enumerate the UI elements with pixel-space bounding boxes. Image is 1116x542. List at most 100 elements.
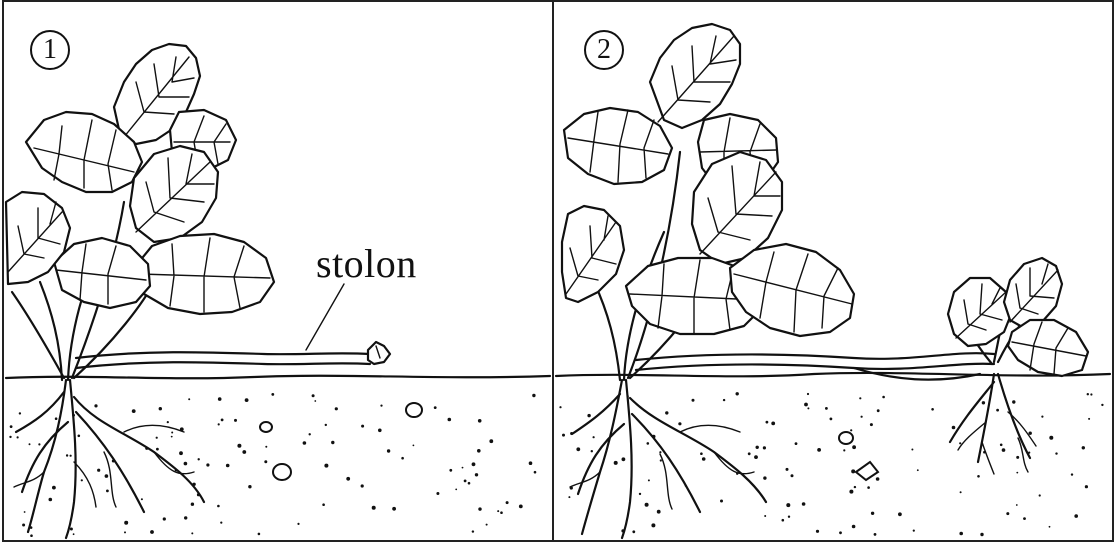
pebble	[260, 422, 272, 432]
soil-speck	[852, 525, 856, 529]
soil-speck	[22, 524, 25, 527]
soil-speck	[217, 505, 220, 508]
soil-speck	[1087, 393, 1089, 395]
panel-number-badge: 1	[30, 30, 70, 70]
soil-speck	[478, 419, 482, 423]
soil-speck	[639, 493, 641, 495]
soil-speck	[324, 464, 328, 468]
soil-speck	[648, 479, 650, 481]
roots	[950, 374, 1036, 474]
soil-speck	[78, 435, 81, 438]
soil-speck	[70, 455, 72, 457]
soil-speck	[802, 502, 806, 506]
soil-speck	[959, 532, 963, 536]
soil-speck	[322, 503, 325, 506]
soil-speck	[763, 446, 766, 449]
soil-speck	[184, 462, 188, 466]
soil-speck	[859, 397, 861, 399]
soil-speck	[314, 400, 316, 402]
label-leader-line	[306, 284, 344, 350]
soil-speck	[657, 510, 661, 514]
soil-speck	[462, 467, 464, 469]
soil-speck	[1000, 444, 1003, 447]
soil-speck	[94, 404, 97, 407]
soil-speck	[807, 393, 809, 395]
stolon-label: stolon	[316, 240, 417, 287]
soil-speck	[529, 461, 533, 465]
soil-speck	[500, 511, 503, 514]
soil-speck	[1085, 485, 1088, 488]
soil-speck	[786, 503, 790, 507]
soil-speck	[489, 439, 493, 443]
soil-speck	[24, 511, 26, 513]
soil-speck	[66, 454, 68, 456]
soil-speck	[659, 451, 661, 453]
soil-icon	[9, 393, 536, 537]
soil-speck	[534, 471, 537, 474]
soil-speck	[167, 421, 169, 423]
soil-speck	[264, 460, 267, 463]
soil-speck	[464, 480, 467, 483]
soil-speck	[1041, 416, 1043, 418]
soil-speck	[665, 411, 668, 414]
soil-speck	[660, 459, 662, 461]
soil-speck	[265, 446, 267, 448]
soil-speck	[1012, 400, 1015, 403]
soil-speck	[931, 408, 934, 411]
soil-speck	[782, 519, 785, 522]
soil-speck	[156, 437, 158, 439]
soil-speck	[29, 443, 31, 445]
soil-speck	[576, 447, 580, 451]
soil-speck	[851, 469, 855, 473]
soil-speck	[380, 405, 382, 407]
soil-speck	[825, 407, 828, 410]
soil-speck	[30, 534, 33, 537]
soil-speck	[191, 532, 193, 534]
soil-speck	[911, 449, 913, 451]
soil-speck	[271, 393, 274, 396]
pebble	[839, 432, 853, 444]
soil-speck	[587, 414, 590, 417]
soil-speck	[678, 422, 681, 425]
soil-speck	[788, 516, 790, 518]
soil-speck	[242, 450, 246, 454]
soil-speck	[1023, 517, 1026, 520]
soil-speck	[771, 422, 775, 426]
soil-speck	[472, 530, 474, 532]
panel-1-illustration	[4, 2, 552, 540]
soil-speck	[871, 512, 874, 515]
soil-speck	[1016, 472, 1018, 474]
soil-speck	[952, 426, 956, 430]
soil-speck	[870, 423, 873, 426]
soil-speck	[220, 522, 222, 524]
soil-icon	[559, 392, 1103, 536]
soil-speck	[804, 403, 808, 407]
soil-speck	[234, 419, 237, 422]
soil-speck	[361, 425, 364, 428]
soil-speck	[124, 521, 128, 525]
soil-speck	[141, 498, 143, 500]
ground-line	[556, 373, 1110, 376]
soil-speck	[387, 449, 390, 452]
soil-speck	[335, 407, 338, 410]
soil-speck	[401, 457, 404, 460]
soil-speck	[532, 394, 535, 397]
soil-speck	[1049, 526, 1051, 528]
soil-speck	[1016, 456, 1019, 459]
soil-speck	[132, 409, 136, 413]
soil-speck	[830, 418, 833, 421]
soil-speck	[736, 392, 739, 395]
soil-speck	[791, 474, 794, 477]
soil-speck	[562, 434, 565, 437]
soil-speck	[917, 469, 919, 471]
soil-speck	[1049, 436, 1053, 440]
soil-speck	[852, 445, 856, 449]
soil-speck	[980, 533, 983, 536]
soil-speck	[849, 490, 853, 494]
soil-speck	[297, 523, 299, 525]
soil-speck	[807, 407, 809, 409]
strawberry-plant-icon	[6, 44, 274, 380]
soil-speck	[614, 461, 618, 465]
soil-speck	[19, 412, 21, 414]
soil-speck	[309, 433, 311, 435]
